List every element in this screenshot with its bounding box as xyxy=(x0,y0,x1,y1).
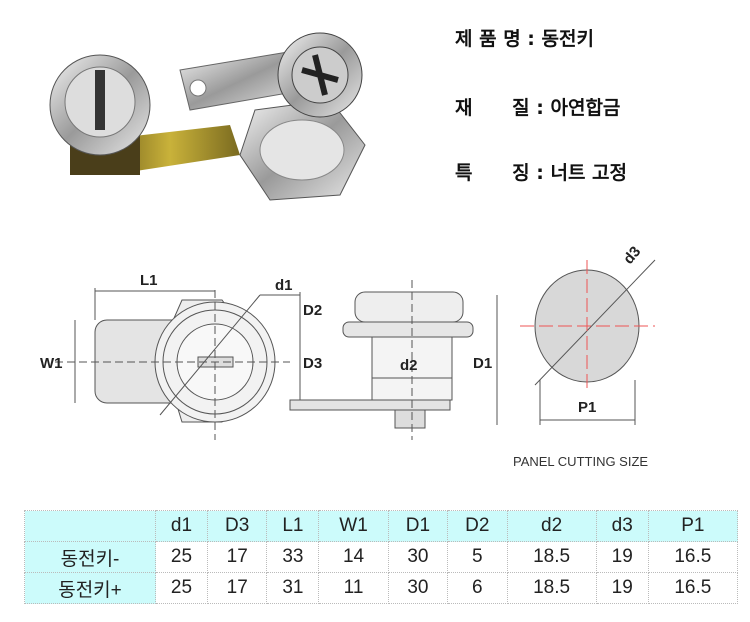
cell: 19 xyxy=(595,541,649,573)
table-row: 동전키+ 25 17 31 11 30 6 18.5 19 16.5 xyxy=(24,572,739,604)
cell: 11 xyxy=(318,572,389,604)
spec-label: 특 징 xyxy=(455,162,530,184)
spec-product-name: 제 품 명 : 동전키 xyxy=(455,28,594,50)
cell: 17 xyxy=(206,541,268,573)
cell: 16.5 xyxy=(647,541,739,573)
cell: 6 xyxy=(447,572,508,604)
spec-label: 제 품 명 xyxy=(455,28,521,50)
cell: 25 xyxy=(155,541,208,573)
table-row: 동전키- 25 17 33 14 30 5 18.5 19 16.5 xyxy=(24,541,739,573)
cell: 30 xyxy=(387,572,449,604)
row-header: 동전키- xyxy=(24,541,156,573)
panel-cutting-caption: PANEL CUTTING SIZE xyxy=(513,454,649,469)
cell: 17 xyxy=(206,572,268,604)
row-header: 동전키+ xyxy=(24,572,156,604)
label-P1: P1 xyxy=(578,399,596,416)
header-cell: D1 xyxy=(387,510,449,542)
label-d2: d2 xyxy=(400,357,418,374)
spec-material: 재 질 : 아연합금 xyxy=(455,97,621,119)
spec-value: 너트 고정 xyxy=(550,162,628,184)
header-cell: L1 xyxy=(266,510,320,542)
label-L1: L1 xyxy=(140,272,158,289)
header-cell: W1 xyxy=(318,510,389,542)
spec-feature: 특 징 : 너트 고정 xyxy=(455,162,628,184)
cell: 31 xyxy=(266,572,320,604)
label-D1: D1 xyxy=(473,355,492,372)
label-D3: D3 xyxy=(303,355,322,372)
header-cell: d3 xyxy=(595,510,649,542)
label-D2: D2 xyxy=(303,302,322,319)
dimension-table: d1 D3 L1 W1 D1 D2 d2 d3 P1 동전키- 25 17 33… xyxy=(24,510,739,604)
cell: 14 xyxy=(318,541,389,573)
table-header-row: d1 D3 L1 W1 D1 D2 d2 d3 P1 xyxy=(24,510,739,542)
cell: 25 xyxy=(155,572,208,604)
header-cell: d2 xyxy=(506,510,597,542)
cell: 18.5 xyxy=(506,541,597,573)
header-cell: D2 xyxy=(447,510,508,542)
cell: 30 xyxy=(387,541,449,573)
spec-value: 동전키 xyxy=(541,28,594,50)
label-d3: d3 xyxy=(620,243,644,267)
label-d1: d1 xyxy=(275,277,293,294)
label-W1: W1 xyxy=(40,355,63,372)
header-cell xyxy=(24,510,156,542)
dimension-drawing: L1 W1 d1 D2 D3 d2 D1 d3 P1 xyxy=(40,243,656,440)
header-cell: D3 xyxy=(206,510,268,542)
header-cell: d1 xyxy=(155,510,208,542)
cell: 5 xyxy=(447,541,508,573)
spec-value: 아연합금 xyxy=(550,97,621,119)
product-photo xyxy=(49,32,366,201)
header-cell: P1 xyxy=(647,510,739,542)
cell: 33 xyxy=(266,541,320,573)
cell: 16.5 xyxy=(647,572,739,604)
spec-label: 재 질 xyxy=(455,97,530,119)
cell: 18.5 xyxy=(506,572,597,604)
cell: 19 xyxy=(595,572,649,604)
